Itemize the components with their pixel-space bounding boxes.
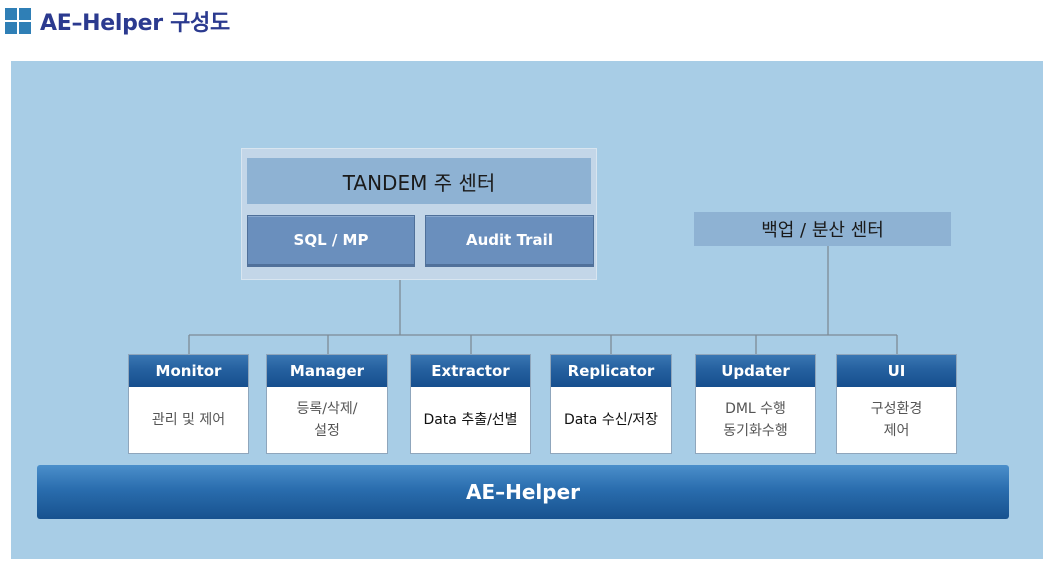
backup-center-box: 백업 / 분산 센터 xyxy=(694,212,951,246)
module-replicator-title: Replicator xyxy=(551,355,671,387)
audit-trail-box: Audit Trail xyxy=(425,215,594,265)
module-extractor: Extractor Data 추출/선별 xyxy=(410,354,531,454)
module-monitor: Monitor 관리 및 제어 xyxy=(128,354,249,454)
module-ui-title: UI xyxy=(837,355,956,387)
ae-helper-base-bar: AE–Helper xyxy=(37,465,1009,519)
tandem-main-center: TANDEM 주 센터 SQL / MP Audit Trail xyxy=(241,148,597,280)
tandem-title: TANDEM 주 센터 xyxy=(247,158,591,204)
module-extractor-desc: Data 추출/선별 xyxy=(423,412,518,428)
module-manager-title: Manager xyxy=(267,355,387,387)
grid-icon xyxy=(5,8,31,34)
module-replicator: Replicator Data 수신/저장 xyxy=(550,354,672,454)
module-replicator-desc: Data 수신/저장 xyxy=(563,412,659,428)
module-updater-desc: DML 수행 동기화수행 xyxy=(723,401,788,439)
page-title: AE–Helper 구성도 xyxy=(40,11,230,36)
module-ui-desc: 구성환경 제어 xyxy=(870,401,923,439)
module-monitor-desc: 관리 및 제어 xyxy=(151,412,226,428)
module-updater: Updater DML 수행 동기화수행 xyxy=(695,354,816,454)
page-header: AE–Helper 구성도 xyxy=(5,5,230,37)
module-updater-title: Updater xyxy=(696,355,815,387)
module-monitor-title: Monitor xyxy=(129,355,248,387)
module-extractor-title: Extractor xyxy=(411,355,530,387)
module-manager-desc: 등록/삭제/ 설정 xyxy=(296,401,358,439)
module-manager: Manager 등록/삭제/ 설정 xyxy=(266,354,388,454)
sql-mp-box: SQL / MP xyxy=(247,215,415,265)
module-ui: UI 구성환경 제어 xyxy=(836,354,957,454)
